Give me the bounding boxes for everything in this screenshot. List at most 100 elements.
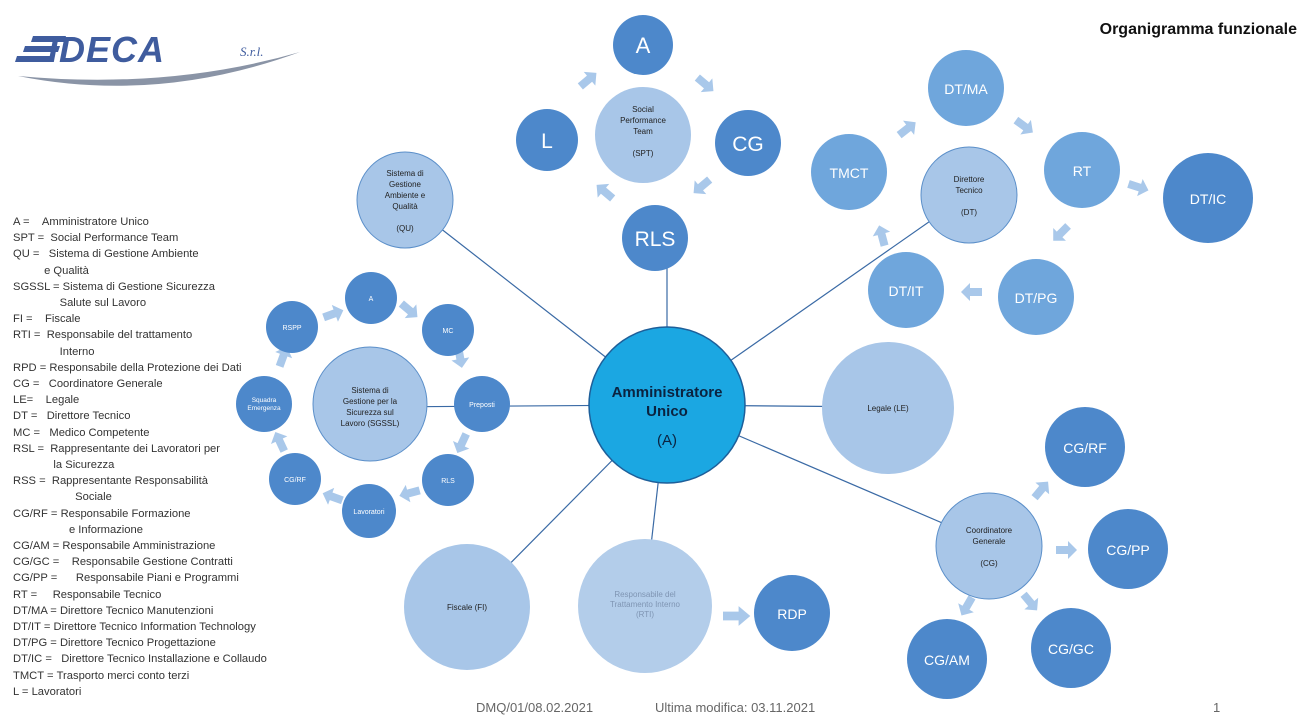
footer-last-modified: Ultima modifica: 03.11.2021 bbox=[655, 700, 816, 715]
legend-desc: Responsabile Amministrazione bbox=[62, 540, 216, 553]
label-line: Responsabile del bbox=[614, 590, 676, 599]
label-line: Sicurezza sul bbox=[346, 408, 394, 417]
spt-cg-circle bbox=[715, 110, 781, 176]
legend-desc: Direttore Tecnico Progettazione bbox=[59, 637, 216, 650]
sgssl-squadra-circle bbox=[236, 376, 292, 432]
label-line: Generale bbox=[973, 537, 1006, 546]
label-line: Gestione per la bbox=[343, 397, 398, 406]
legend-row: MC = Medico Competente bbox=[13, 425, 303, 441]
legend-desc: Sistema di Gestione Ambiente bbox=[48, 248, 199, 261]
legend-abbr: A = bbox=[13, 216, 42, 228]
spt-cg-label: CG bbox=[732, 133, 764, 156]
cg-hub-circle bbox=[935, 492, 1043, 600]
arrow bbox=[1046, 219, 1075, 248]
legend-row: la Sicurezza bbox=[13, 457, 303, 473]
label-line: (CG) bbox=[980, 559, 998, 568]
cg-rf-circle bbox=[1045, 407, 1125, 487]
legend-abbr: DT/MA = bbox=[13, 604, 60, 617]
spt-l-circle bbox=[516, 109, 578, 171]
legend-row: TMCT = Trasporto merci conto terzi bbox=[13, 668, 303, 684]
sgssl-lavoratori-circle bbox=[342, 484, 396, 538]
legend-abbr: DT/PG = bbox=[13, 637, 60, 650]
legend-abbr: RTI = bbox=[13, 329, 47, 342]
cg-pp-circle bbox=[1088, 509, 1168, 589]
label-line: Emergenza bbox=[247, 405, 281, 412]
legend-abbr: FI = bbox=[13, 313, 46, 326]
legend-abbr: CG/GC = bbox=[13, 556, 72, 569]
legale-circle bbox=[822, 342, 954, 474]
legend-row: RT = Responsabile Tecnico bbox=[13, 587, 303, 603]
legend-desc: Amministratore Unico bbox=[41, 216, 149, 228]
sgssl-hub-circle bbox=[312, 346, 428, 462]
label-line: Team bbox=[633, 127, 653, 136]
legend-abbr: MC = bbox=[13, 426, 50, 439]
arrow bbox=[687, 172, 716, 200]
center-line3: (A) bbox=[657, 432, 677, 449]
logo-suffix: S.r.l. bbox=[240, 44, 263, 59]
legend-row: DT/IC = Direttore Tecnico Installazione … bbox=[13, 651, 303, 667]
arrow bbox=[723, 606, 751, 626]
label-line: (SPT) bbox=[633, 149, 654, 158]
label-line: Qualità bbox=[392, 202, 418, 211]
label-line: Squadra bbox=[252, 397, 277, 404]
legend-desc: Responsabile Formazione bbox=[60, 507, 191, 520]
cg-am-circle bbox=[907, 619, 987, 699]
arrow bbox=[1027, 475, 1055, 504]
legend-row: QU = Sistema di Gestione Ambiente bbox=[13, 246, 303, 262]
legend-row: FI = Fiscale bbox=[13, 311, 303, 327]
legend-row: DT/MA = Direttore Tecnico Manutenzioni bbox=[13, 603, 303, 619]
legend-row: CG/PP = Responsabile Piani e Programmi bbox=[13, 570, 303, 586]
legale-label: Legale (LE) bbox=[867, 404, 909, 413]
legend-desc: Coordinatore Generale bbox=[48, 378, 163, 391]
sgssl-cgrf-label: CG/RF bbox=[284, 477, 306, 484]
legend-desc: Rappresentante dei Lavoratori per bbox=[50, 442, 221, 455]
sgssl-preposti-label: Preposti bbox=[469, 402, 495, 409]
label-line: Sistema di bbox=[351, 386, 389, 395]
legend-abbr: QU = bbox=[13, 248, 49, 261]
legend-abbr: SGSSL = bbox=[13, 280, 63, 293]
arrow bbox=[870, 223, 894, 248]
cg-rf-label: CG/RF bbox=[1063, 440, 1107, 456]
legend-row: Salute sul Lavoro bbox=[13, 295, 303, 311]
legend-row: LE= Legale bbox=[13, 392, 303, 408]
arrow bbox=[320, 301, 347, 326]
sgssl-rspp-circle bbox=[266, 301, 318, 353]
center-line2: Unico bbox=[646, 403, 688, 420]
label-line: Social bbox=[632, 105, 654, 114]
sgssl-preposti-circle bbox=[454, 376, 510, 432]
legend-desc: Direttore Tecnico Information Technology bbox=[53, 621, 256, 634]
legend-abbr: CG/RF = bbox=[13, 507, 61, 520]
legend-abbr: TMCT = bbox=[13, 669, 57, 682]
center-circle bbox=[588, 326, 746, 484]
legend-desc: Lavoratori bbox=[31, 685, 82, 698]
label-line: Coordinatore bbox=[966, 526, 1013, 535]
legend-abbr: RT = bbox=[13, 588, 53, 601]
label-line: Ambiente e bbox=[385, 191, 426, 200]
legend-abbr: LE= bbox=[13, 394, 46, 407]
legend-abbr: CG/PP = bbox=[13, 572, 76, 585]
label-line: Trattamento Interno bbox=[610, 600, 681, 609]
sgssl-cgrf-circle bbox=[269, 453, 321, 505]
arrow bbox=[397, 481, 422, 505]
rti-circle bbox=[578, 539, 712, 673]
legend-abbr: DT = bbox=[13, 410, 47, 423]
legend-abbr: RPD = bbox=[13, 361, 50, 374]
legend-desc: Direttore Tecnico Installazione e Collau… bbox=[61, 653, 267, 666]
legend-desc: Medico Competente bbox=[49, 426, 150, 439]
legend-row: RSL = Rappresentante dei Lavoratori per bbox=[13, 441, 303, 457]
dt-it-circle bbox=[868, 252, 944, 328]
label-line: Sistema di bbox=[386, 169, 424, 178]
legend-desc: Social Performance Team bbox=[50, 232, 179, 245]
dt-it-label: DT/IT bbox=[889, 283, 924, 299]
spt-l-label: L bbox=[541, 130, 553, 153]
legend-row: SGSSL = Sistema di Gestione Sicurezza bbox=[13, 279, 303, 295]
label-line: Direttore bbox=[954, 175, 985, 184]
arrow bbox=[1010, 112, 1039, 140]
